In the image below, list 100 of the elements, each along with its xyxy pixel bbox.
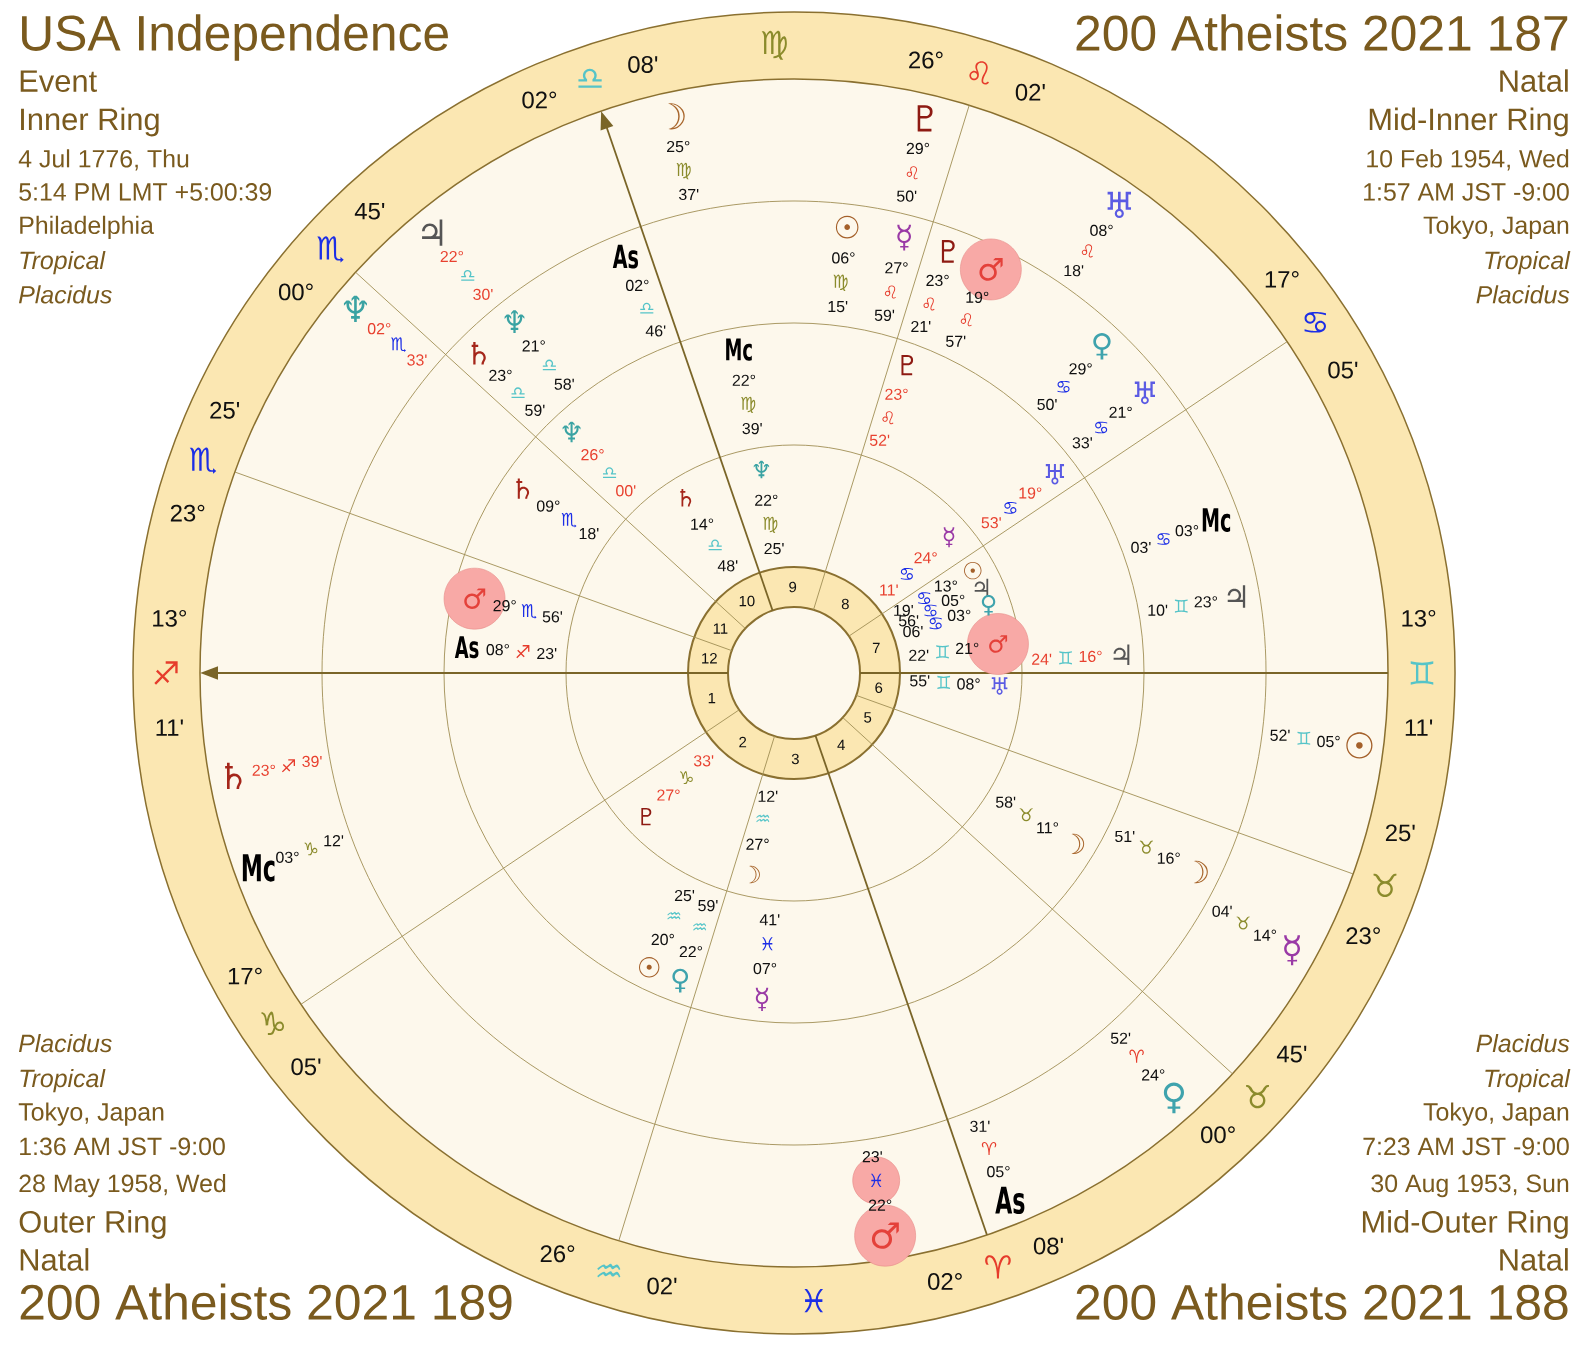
- minute-text: 46': [645, 325, 666, 337]
- minute-text: 39': [742, 422, 762, 435]
- date-text: 28 May 1958, Wed: [19, 1173, 226, 1198]
- degree-text: 11°: [1037, 822, 1058, 834]
- planet-glyph: ♃: [974, 578, 989, 597]
- planet-glyph: ♅: [991, 677, 1008, 695]
- event-type: Natal: [1500, 69, 1568, 92]
- cusp-minute: 11': [156, 719, 183, 736]
- planet-glyph: ☉: [1346, 732, 1373, 759]
- cusp-degree: 23°: [170, 504, 205, 522]
- zodiac-sign: ♎: [578, 68, 602, 88]
- planet-glyph: ☽: [1193, 860, 1208, 884]
- minute-text: 12': [324, 835, 344, 847]
- place-text: Tokyo, Japan: [1423, 1102, 1569, 1126]
- degree-text: 03°: [1175, 525, 1199, 537]
- degree-text: 27°: [657, 789, 680, 801]
- chart-name: USA Independence: [22, 14, 448, 61]
- minute-text: 31': [970, 1120, 990, 1132]
- sign-glyph: ♒: [667, 911, 681, 920]
- minute-text: 06': [903, 625, 923, 638]
- cusp-minute: 45': [1276, 1045, 1307, 1063]
- house-number: 9: [789, 581, 797, 593]
- sign-glyph: ♉: [1139, 840, 1153, 854]
- cusp-degree: 23°: [1346, 927, 1380, 945]
- planet-glyph: ☉: [835, 215, 859, 239]
- cusp-minute: 08': [1033, 1237, 1063, 1255]
- time-text: 5:14 PM LMT +5:00:39: [19, 183, 272, 201]
- house-number: 4: [837, 739, 845, 751]
- sign-glyph: ♍: [763, 516, 778, 534]
- zodiac-type: Tropical: [1485, 250, 1571, 275]
- sign-glyph: ♍: [741, 396, 756, 414]
- minute-text: 58': [995, 796, 1016, 808]
- zodiac-sign: ♊: [1410, 661, 1434, 685]
- minute-text: 52': [1110, 1032, 1131, 1044]
- cusp-degree: 17°: [1265, 270, 1299, 288]
- house-system: Placidus: [1476, 285, 1570, 304]
- cusp-degree: 26°: [540, 1245, 575, 1263]
- sign-glyph: ♒: [756, 814, 770, 823]
- cusp-minute: 25': [1385, 824, 1415, 842]
- minute-text: 00': [616, 485, 636, 497]
- chart-name: 200 Atheists 2021 189: [20, 1283, 512, 1320]
- sign-glyph: ♓: [762, 937, 773, 951]
- minute-text: 04': [1212, 905, 1232, 917]
- degree-text: 05°: [941, 594, 965, 607]
- planet-glyph: ♀: [1163, 1082, 1184, 1114]
- house-number: 3: [791, 753, 799, 765]
- sign-glyph: ♌: [1081, 244, 1093, 258]
- angle-label: Mc: [726, 338, 752, 361]
- planet-glyph: ♃: [422, 219, 443, 246]
- zodiac-sign: ♈: [985, 1255, 1011, 1279]
- minute-text: 12': [758, 790, 778, 802]
- chart-name: 200 Atheists 2021 187: [1076, 14, 1568, 51]
- planet-glyph: ♃: [1227, 585, 1246, 608]
- sign-glyph: ♍: [833, 274, 848, 291]
- minute-text: 23': [537, 647, 557, 660]
- zodiac-sign: ♐: [154, 661, 178, 685]
- planet-glyph: ♅: [1107, 191, 1131, 219]
- cusp-minute: 45': [354, 202, 385, 220]
- house-number: 12: [702, 653, 717, 664]
- planet-glyph: ♄: [471, 342, 486, 365]
- degree-text: 26°: [581, 449, 604, 461]
- planet-glyph: ♅: [1134, 381, 1155, 405]
- cusp-degree: 26°: [909, 51, 943, 69]
- degree-text: 13°: [935, 580, 957, 592]
- degree-text: 23°: [1194, 596, 1217, 608]
- sign-glyph: ♎: [542, 359, 556, 371]
- degree-text: 21°: [956, 642, 979, 654]
- planet-glyph: ☽: [749, 865, 760, 884]
- zodiac-sign: ♉: [1246, 1085, 1269, 1109]
- sign-glyph: ♈: [1129, 1049, 1144, 1063]
- date-text: 30 Aug 1953, Sun: [1371, 1174, 1569, 1198]
- planet-glyph: ♇: [917, 105, 933, 132]
- sign-glyph: ♎: [603, 467, 617, 478]
- sign-glyph: ♐: [516, 645, 530, 659]
- minute-text: 58': [554, 378, 574, 390]
- minute-text: 59': [698, 899, 718, 912]
- planet-glyph: ☿: [897, 224, 911, 251]
- zodiac-type: Tropical: [1485, 1068, 1571, 1093]
- event-type: Natal: [1500, 1248, 1568, 1271]
- planet-glyph: ♀: [672, 968, 689, 993]
- house-system: Placidus: [1476, 1033, 1570, 1053]
- sign-glyph: ♊: [1297, 731, 1311, 745]
- planet-glyph: ☉: [964, 561, 982, 580]
- degree-text: 21°: [522, 340, 545, 352]
- minute-text: 56': [542, 611, 563, 623]
- degree-text: 22°: [755, 494, 778, 506]
- sign-glyph: ♎: [708, 539, 722, 551]
- degree-text: 14°: [1254, 929, 1277, 941]
- sign-glyph: ♏: [391, 337, 406, 353]
- zodiac-sign: ♏: [317, 236, 344, 263]
- minute-text: 57': [946, 335, 966, 347]
- planet-glyph: ♇: [901, 355, 914, 376]
- minute-text: 55': [910, 675, 930, 687]
- minute-text: 18': [1064, 265, 1084, 277]
- cusp-minute: 05': [1328, 361, 1358, 379]
- cusp-minute: 02': [1015, 83, 1045, 101]
- planet-glyph: ♆: [562, 421, 581, 443]
- minute-text: 50': [1037, 398, 1057, 411]
- minute-text: 23': [862, 1151, 882, 1163]
- sign-glyph: ♌: [884, 285, 896, 299]
